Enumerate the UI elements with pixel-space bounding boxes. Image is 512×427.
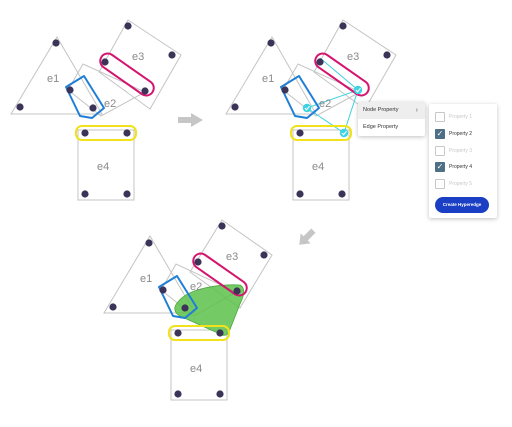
node: [231, 103, 239, 111]
selected-node[interactable]: [353, 85, 363, 95]
hyperedge-e1-shape: [103, 235, 196, 314]
label-e3: e3: [132, 51, 144, 63]
node: [81, 129, 89, 137]
label-e1: e1: [262, 73, 274, 85]
label-e3: e3: [226, 251, 238, 263]
context-menu: Node Property › Edge Property: [358, 102, 425, 136]
node: [81, 190, 89, 198]
node: [383, 51, 391, 59]
node: [233, 287, 241, 295]
property-row-5[interactable]: Property 5: [435, 178, 472, 190]
property-panel: Property 1 ✓ Property 2 Property 3 ✓ Pro…: [429, 104, 497, 218]
arrow-right-icon: [178, 113, 203, 127]
property-5-label: Property 5: [449, 181, 473, 187]
label-e3: e3: [347, 51, 359, 63]
node: [296, 190, 304, 198]
node: [260, 251, 268, 259]
node: [159, 286, 167, 294]
yellow-hyperedge: [168, 325, 230, 341]
property-2-checkbox[interactable]: ✓: [435, 129, 445, 139]
label-e1: e1: [47, 73, 59, 85]
yellow-hyperedge: [75, 125, 137, 141]
label-e2: e2: [319, 98, 331, 110]
menu-item-label: Node Property: [363, 107, 399, 113]
node: [168, 51, 176, 59]
selected-node[interactable]: [339, 128, 349, 138]
node: [316, 58, 324, 66]
blue-hyperedge: [280, 75, 320, 119]
property-3-checkbox[interactable]: [435, 146, 445, 156]
node: [267, 39, 275, 47]
property-4-label: Property 4: [449, 164, 473, 170]
blue-hyperedge: [65, 75, 105, 119]
node: [109, 303, 117, 311]
property-2-label: Property 2: [449, 131, 473, 137]
node: [174, 390, 182, 398]
selection-link: [319, 57, 359, 91]
node: [52, 39, 60, 47]
property-1-checkbox[interactable]: [435, 112, 445, 122]
label-e2: e2: [190, 281, 202, 293]
label-e1: e1: [140, 273, 152, 285]
hyperedge-e4-shape: [170, 329, 228, 401]
create-hyperedge-button[interactable]: Create Hyperedge: [435, 197, 489, 213]
hyperedge-e4-shape: [77, 129, 135, 201]
property-1-label: Property 1: [449, 114, 473, 120]
menu-item-edge-property[interactable]: Edge Property: [358, 119, 425, 136]
node: [216, 390, 224, 398]
menu-item-node-property[interactable]: Node Property ›: [358, 102, 425, 119]
node: [216, 329, 224, 337]
menu-item-label: Edge Property: [363, 124, 399, 130]
node: [16, 103, 24, 111]
hyperedge-e4-shape: [292, 129, 350, 201]
arrow-down-left-icon: [299, 228, 316, 245]
hyperedge-e3-shape: [189, 219, 273, 309]
hyperedge-e3-shape: [98, 19, 182, 110]
node: [296, 129, 304, 137]
node: [181, 304, 189, 312]
label-e4: e4: [190, 363, 202, 375]
blue-hyperedge: [158, 275, 198, 319]
node: [89, 104, 97, 112]
property-row-1[interactable]: Property 1: [435, 111, 472, 123]
magenta-hyperedge: [314, 52, 370, 97]
chevron-right-icon: ›: [415, 107, 418, 114]
node: [123, 190, 131, 198]
property-4-checkbox[interactable]: ✓: [435, 162, 445, 172]
property-row-3[interactable]: Property 3: [435, 145, 472, 157]
node: [194, 258, 202, 266]
node: [218, 222, 226, 230]
node: [281, 86, 289, 94]
property-row-2[interactable]: ✓ Property 2: [435, 128, 472, 140]
selection-link: [305, 89, 359, 134]
hyperedge-e1-shape: [225, 36, 317, 115]
node: [66, 86, 74, 94]
selected-node[interactable]: [302, 103, 312, 113]
property-3-label: Property 3: [449, 148, 473, 154]
new-hyperedge: [174, 284, 245, 336]
yellow-hyperedge: [290, 125, 352, 141]
node: [141, 87, 149, 95]
panel-selection: e1 e2 e3 e4: [225, 19, 397, 201]
hyperedge-e3-shape: [313, 19, 397, 110]
node: [124, 22, 132, 30]
panel-original: e1 e2 e3 e4: [10, 19, 182, 201]
property-5-checkbox[interactable]: [435, 179, 445, 189]
panel-result: e1 e2 e3 e4: [103, 219, 273, 401]
node: [174, 329, 182, 337]
node: [338, 190, 346, 198]
node: [101, 58, 109, 66]
magenta-hyperedge: [99, 52, 155, 97]
node: [339, 22, 347, 30]
property-row-4[interactable]: ✓ Property 4: [435, 161, 472, 173]
node: [123, 129, 131, 137]
label-e4: e4: [97, 161, 109, 173]
label-e2: e2: [104, 98, 116, 110]
node: [145, 239, 153, 247]
magenta-hyperedge: [192, 252, 248, 297]
label-e4: e4: [312, 161, 324, 173]
hyperedge-e1-shape: [10, 36, 103, 115]
